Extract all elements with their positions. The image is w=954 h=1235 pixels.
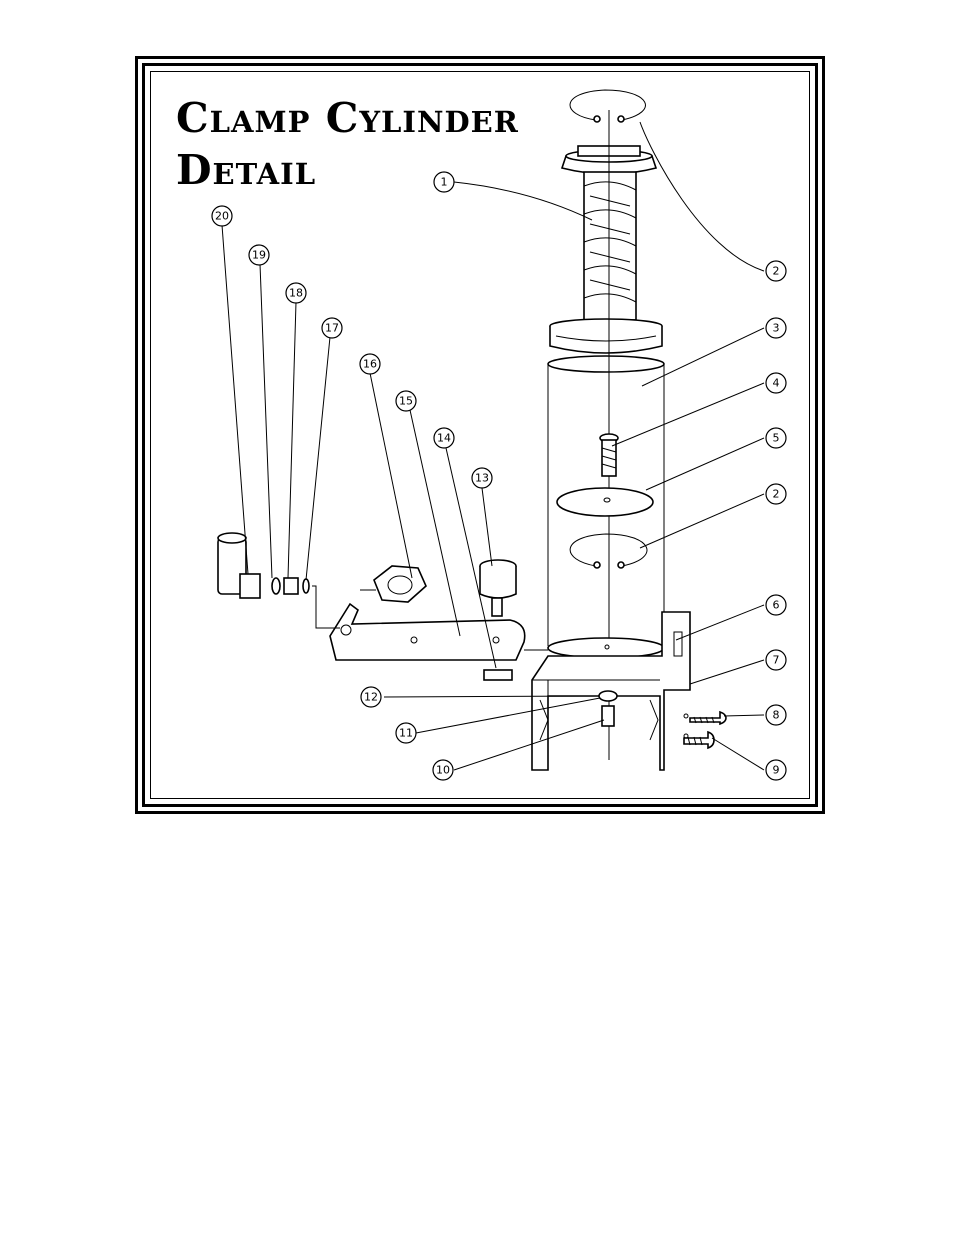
washer (598, 690, 618, 702)
callout-14: 14 (433, 427, 455, 449)
frame-border-inner (142, 63, 818, 807)
pin (599, 433, 619, 477)
callout-18: 18 (285, 282, 307, 304)
callout-19: 19 (248, 244, 270, 266)
frame-border-innermost (150, 71, 810, 799)
knob (479, 559, 517, 617)
callout-3: 3 (765, 317, 787, 339)
callout-16: 16 (359, 353, 381, 375)
svg-text:2: 2 (773, 265, 780, 278)
callout-11: 11 (395, 722, 417, 744)
small-block (483, 669, 513, 681)
svg-text:11: 11 (399, 727, 413, 740)
svg-text:13: 13 (475, 472, 489, 485)
svg-text:1: 1 (441, 176, 448, 189)
callout-4: 4 (765, 372, 787, 394)
collar (549, 318, 663, 354)
title-line-1: Clamp Cylinder (176, 94, 519, 142)
hex-nut (373, 565, 427, 603)
screws (683, 710, 727, 750)
callout-20: 20 (211, 205, 233, 227)
svg-text:20: 20 (215, 210, 229, 223)
callout-10: 10 (432, 759, 454, 781)
leader-lines (221, 121, 765, 771)
svg-text:6: 6 (773, 599, 780, 612)
callout-17: 17 (321, 317, 343, 339)
svg-text:14: 14 (437, 432, 451, 445)
callout-8: 8 (765, 704, 787, 726)
svg-text:3: 3 (773, 322, 780, 335)
callout-9: 9 (765, 759, 787, 781)
svg-text:19: 19 (252, 249, 266, 262)
svg-text:16: 16 (363, 358, 377, 371)
callout-5: 5 (765, 427, 787, 449)
svg-text:4: 4 (773, 377, 780, 390)
svg-text:2: 2 (773, 488, 780, 501)
svg-text:7: 7 (773, 654, 780, 667)
threaded-rod (583, 171, 637, 321)
callout-2-top: 2 (765, 260, 787, 282)
svg-text:12: 12 (364, 691, 378, 704)
callout-6: 6 (765, 594, 787, 616)
callout-7: 7 (765, 649, 787, 671)
svg-text:8: 8 (773, 709, 780, 722)
diagram-title: Clamp Cylinder Detail (176, 92, 519, 196)
retaining-ring-top (569, 89, 646, 123)
callout-15: 15 (395, 390, 417, 412)
svg-text:18: 18 (289, 287, 303, 300)
title-line-2: Detail (176, 146, 317, 194)
diagram-frame (135, 56, 825, 814)
svg-text:15: 15 (399, 395, 413, 408)
callout-1: 1 (433, 171, 455, 193)
handle-arm (329, 602, 548, 661)
parts-artwork (217, 89, 727, 771)
bushing (601, 705, 615, 727)
base-plate (547, 637, 665, 659)
svg-text:17: 17 (325, 322, 339, 335)
callout-13: 13 (471, 467, 493, 489)
svg-text:9: 9 (773, 764, 780, 777)
svg-text:5: 5 (773, 432, 780, 445)
callout-2-middle: 2 (765, 483, 787, 505)
retaining-ring-middle (569, 533, 648, 569)
callout-12: 12 (360, 686, 382, 708)
fitting-assembly (217, 532, 376, 629)
svg-text:10: 10 (436, 764, 450, 777)
